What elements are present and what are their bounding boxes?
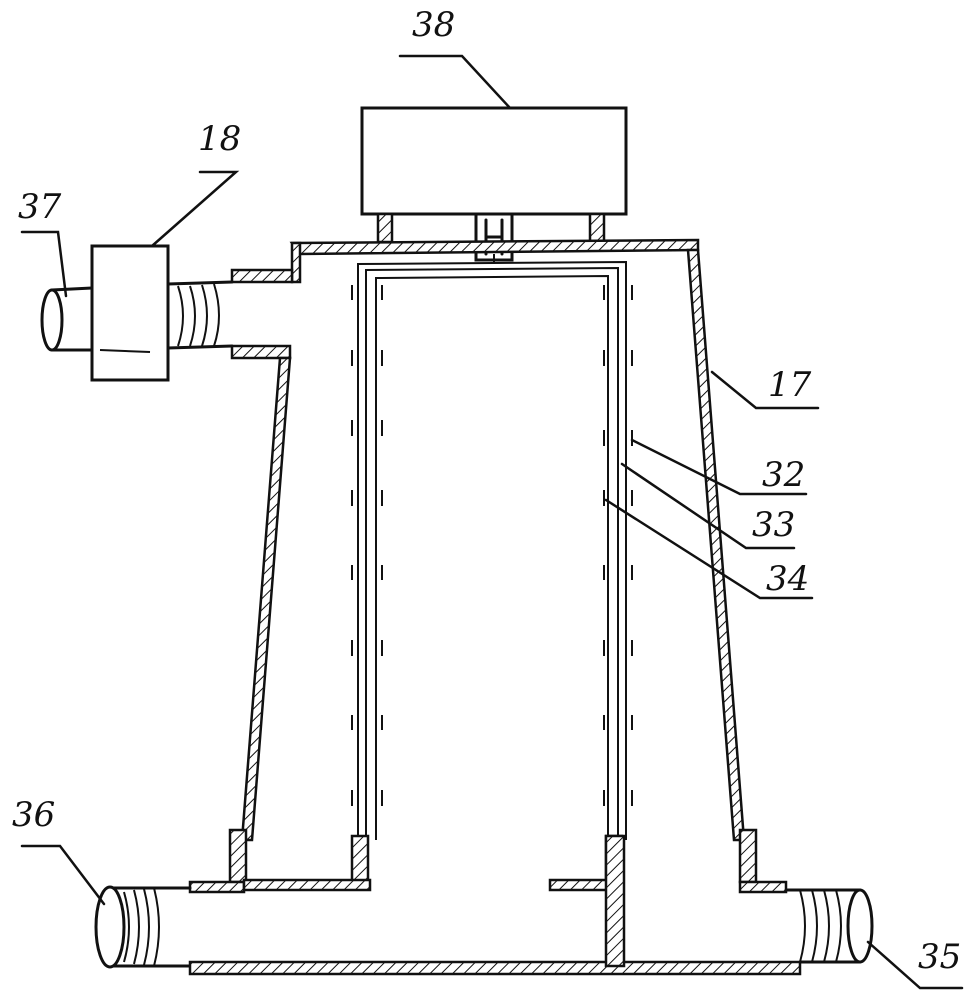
label-33: 33 <box>752 505 795 545</box>
label-17: 17 <box>768 365 812 405</box>
fin-marks <box>352 285 632 806</box>
label-35: 35 <box>918 937 961 977</box>
label-36: 36 <box>12 795 55 835</box>
label-37: 37 <box>18 187 62 227</box>
label-18: 18 <box>198 119 241 159</box>
label-34: 34 <box>766 559 809 599</box>
inner-tube <box>352 254 632 886</box>
label-38: 38 <box>412 5 455 45</box>
housing-body <box>190 240 786 892</box>
label-32: 32 <box>762 455 805 495</box>
pump-assembly <box>42 246 232 380</box>
motor-box <box>362 108 626 260</box>
